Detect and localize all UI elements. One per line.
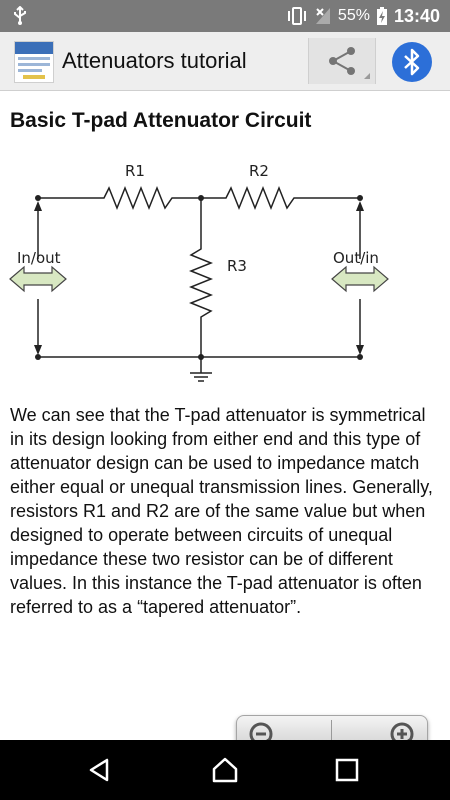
no-signal-icon — [315, 8, 330, 24]
zoom-divider — [331, 720, 332, 752]
recents-icon[interactable] — [332, 755, 362, 785]
vibrate-icon — [287, 7, 306, 25]
bluetooth-button[interactable] — [392, 42, 432, 82]
label-in-out: In/out — [17, 249, 61, 267]
label-r2: R2 — [249, 162, 269, 180]
clock: 13:40 — [393, 5, 440, 26]
usb-icon — [14, 6, 26, 25]
back-icon[interactable] — [85, 755, 115, 785]
t-pad-circuit-diagram: R1 R2 R3 In/out Out/in — [9, 162, 389, 382]
status-icons: 55% 13:40 — [286, 0, 440, 32]
bluetooth-icon — [404, 48, 420, 76]
status-bar: 55% 13:40 — [0, 0, 450, 32]
label-out-in: Out/in — [333, 249, 379, 267]
app-logo-icon[interactable] — [14, 41, 54, 83]
app-title: Attenuators tutorial — [62, 48, 247, 73]
share-icon — [329, 47, 370, 79]
battery-percent: 55% — [337, 7, 370, 24]
app-bar: Attenuators tutorial — [0, 32, 450, 91]
article-content[interactable]: Basic T-pad Attenuator Circuit — [0, 91, 450, 757]
share-button[interactable] — [308, 38, 376, 84]
body-paragraph: We can see that the T-pad attenuator is … — [10, 405, 433, 617]
home-icon[interactable] — [210, 755, 240, 785]
battery-charging-icon — [376, 7, 387, 25]
navigation-bar — [0, 740, 450, 800]
label-r1: R1 — [125, 162, 145, 180]
section-heading: Basic T-pad Attenuator Circuit — [10, 109, 312, 132]
label-r3: R3 — [227, 257, 247, 275]
